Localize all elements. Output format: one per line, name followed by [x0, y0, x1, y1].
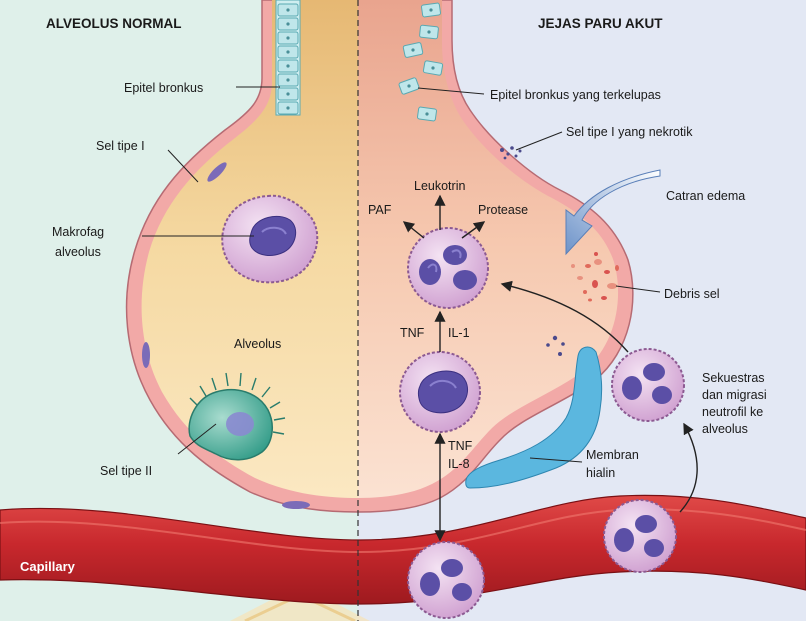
label-makrofag-2: alveolus [55, 245, 101, 259]
label-sekuestras-1: Sekuestras [702, 371, 765, 385]
label-capillary: Capillary [20, 559, 76, 574]
label-protease: Protease [478, 203, 528, 217]
neutrophil-capillary-right [604, 500, 676, 572]
label-paf: PAF [368, 203, 392, 217]
label-epitel-terkelupas: Epitel bronkus yang terkelupas [490, 88, 661, 102]
neutrophil-migrating [612, 349, 684, 421]
label-alveolus: Alveolus [234, 337, 281, 351]
label-tnf-2: TNF [448, 439, 473, 453]
label-il-8: IL-8 [448, 457, 470, 471]
label-makrofag-1: Makrofag [52, 225, 104, 239]
label-epitel-bronkus: Epitel bronkus [124, 81, 203, 95]
label-membran-1: Membran [586, 448, 639, 462]
activated-macrophage [400, 352, 480, 432]
label-tnf-1: TNF [400, 326, 425, 340]
label-sel-nekrotik: Sel tipe I yang nekrotik [566, 125, 693, 139]
type1-cell-nucleus-bottom [282, 501, 310, 509]
title-jejas-paru-akut: JEJAS PARU AKUT [538, 16, 663, 31]
label-il-1: IL-1 [448, 326, 470, 340]
label-sekuestras-4: alveolus [702, 422, 748, 436]
label-sekuestras-2: dan migrasi [702, 388, 767, 402]
label-sekuestras-3: neutrofil ke [702, 405, 763, 419]
neutrophil-capillary-center [408, 542, 484, 618]
label-membran-2: hialin [586, 466, 615, 480]
label-sel-tipe-2: Sel tipe II [100, 464, 152, 478]
type1-cell-nucleus-lower [142, 342, 150, 368]
label-debris-sel: Debris sel [664, 287, 720, 301]
title-alveolus-normal: ALVEOLUS NORMAL [46, 16, 182, 31]
label-catran-edema: Catran edema [666, 189, 745, 203]
neutrophil-cell-top [408, 228, 488, 308]
label-sel-tipe-1: Sel tipe I [96, 139, 145, 153]
bronchus-epithelium-left [276, 0, 300, 115]
label-leukotrin: Leukotrin [414, 179, 465, 193]
